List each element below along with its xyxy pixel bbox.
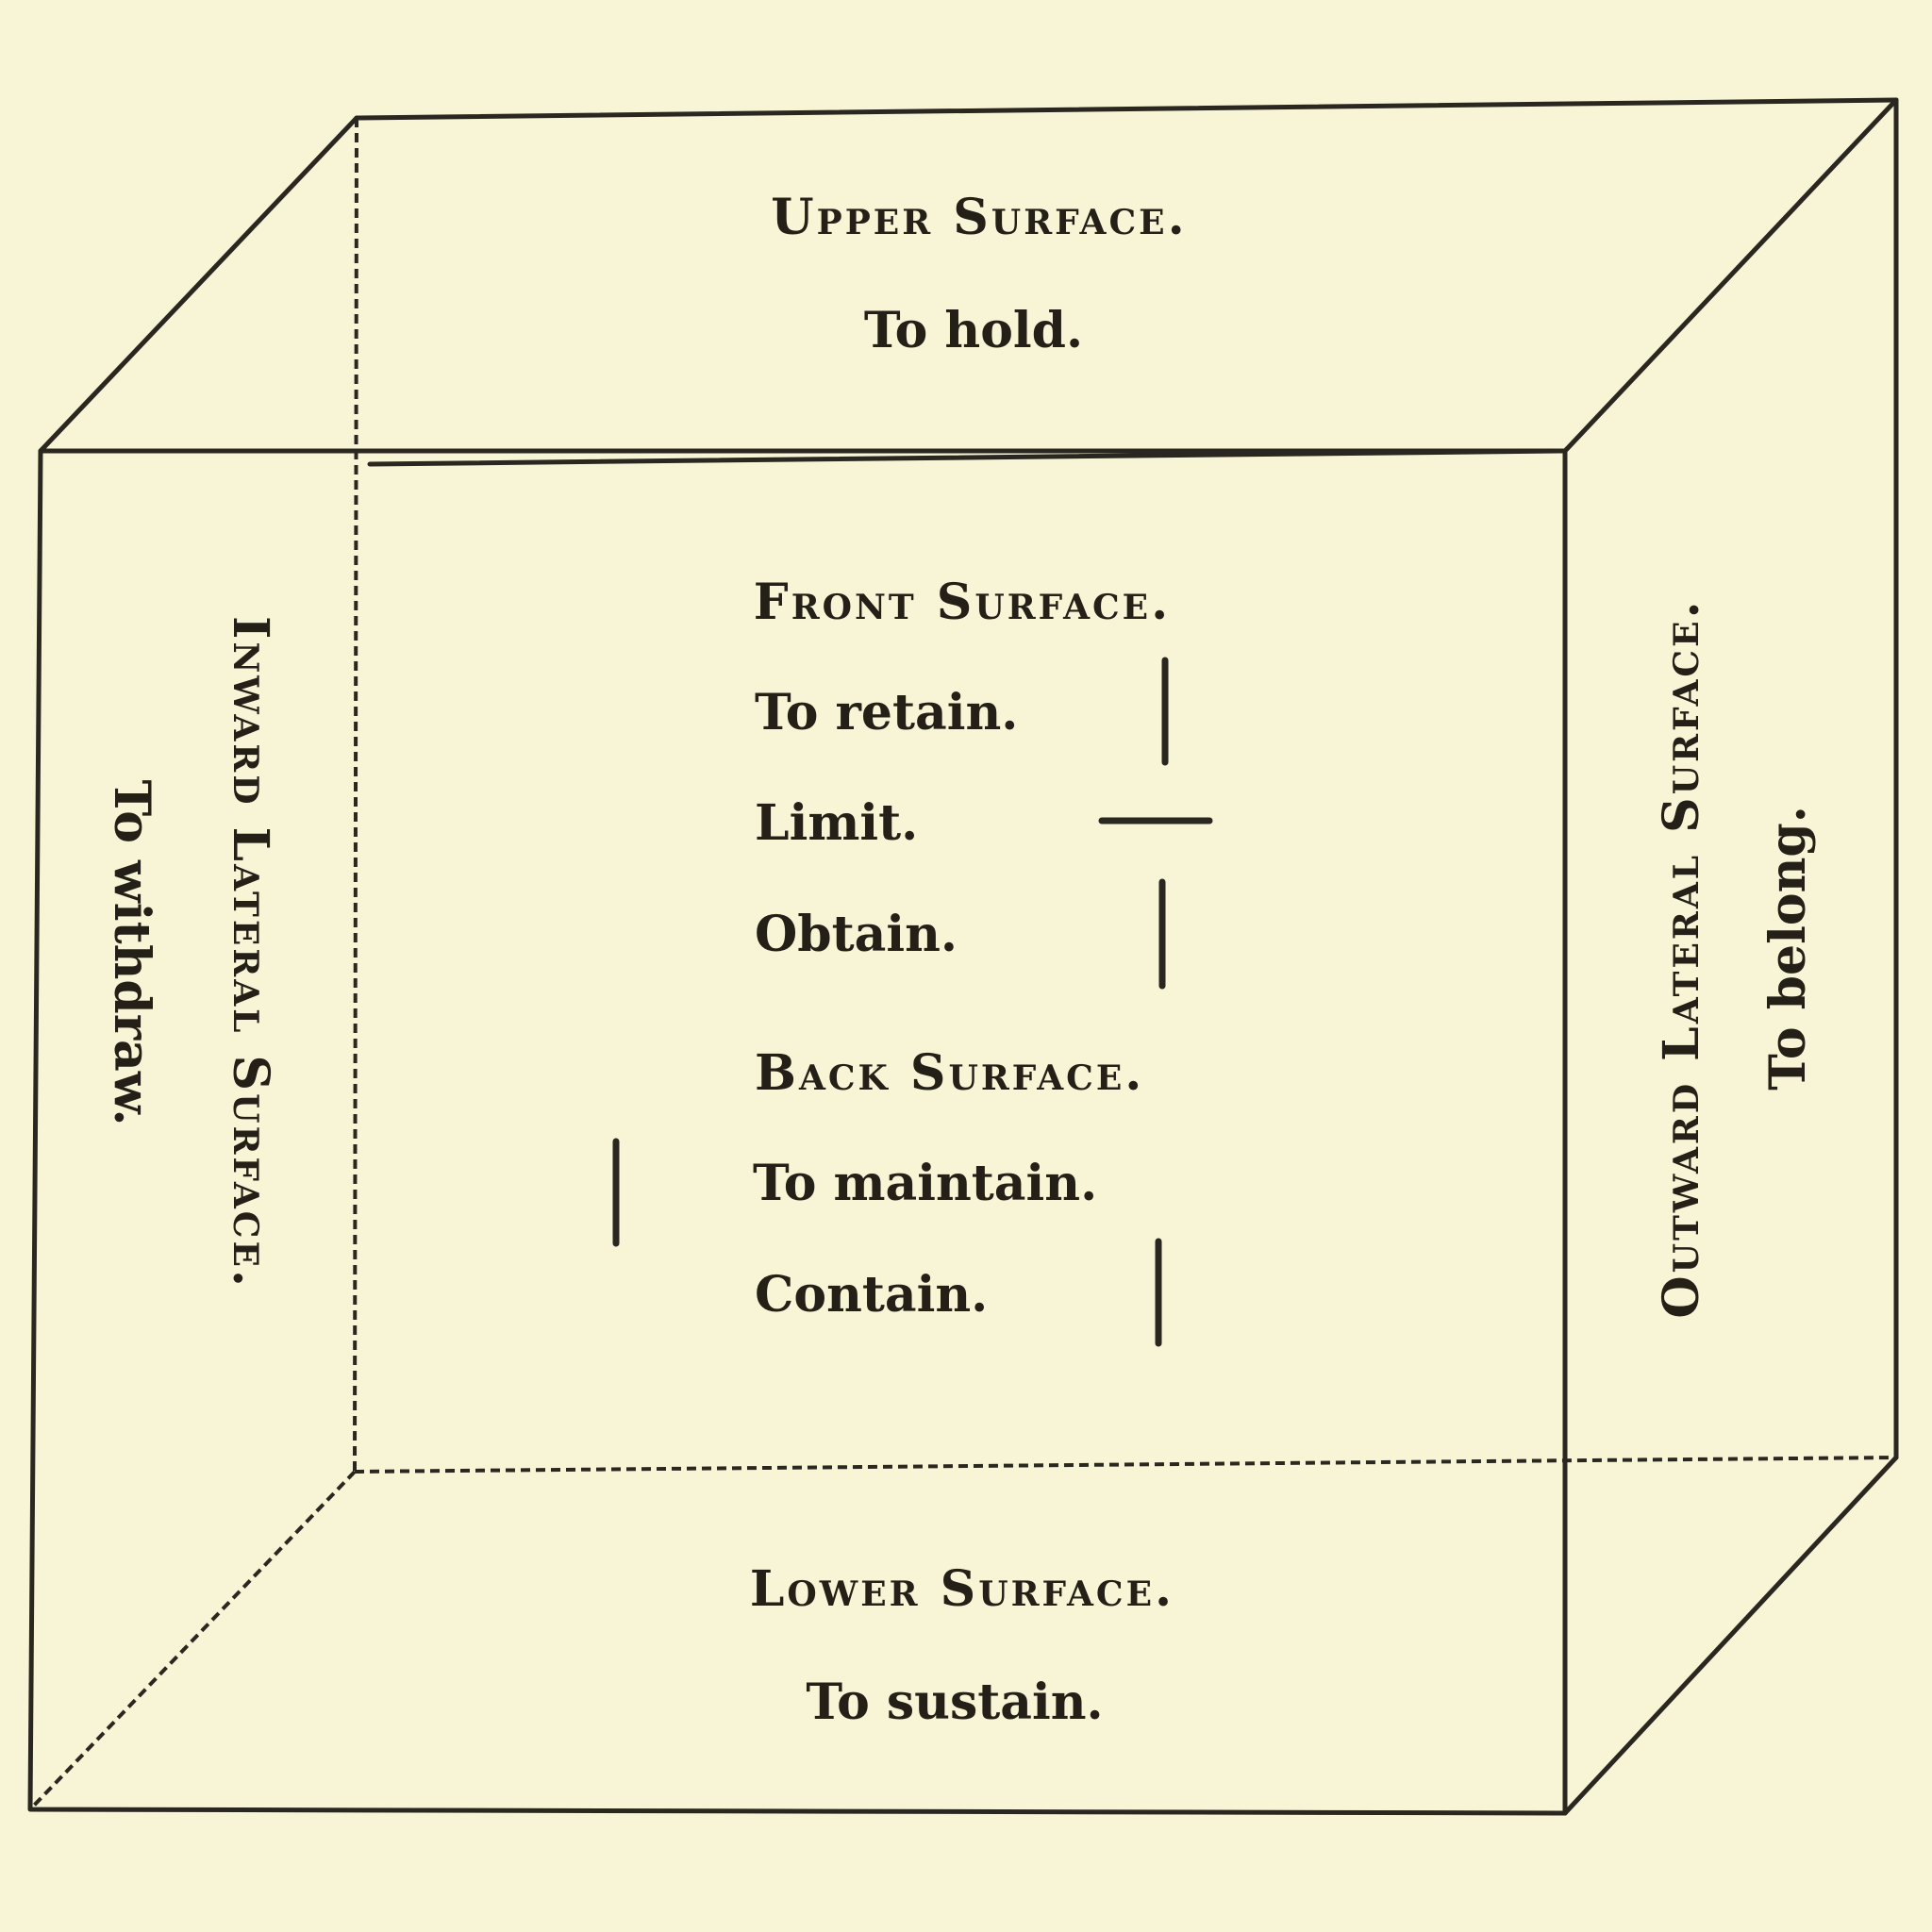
back-surface-heading: Back Surface. <box>755 1044 1144 1102</box>
upper-surface-word: To hold. <box>864 302 1083 359</box>
lower-surface-heading: Lower Surface. <box>750 1560 1174 1618</box>
inward-lateral-surface-word: To withdraw. <box>103 780 160 1126</box>
outward-lateral-surface-heading: Outward Lateral Surface. <box>1653 598 1710 1318</box>
top-right-diagonal-edge <box>1562 97 1899 454</box>
front-surface-heading: Front Surface. <box>754 574 1171 631</box>
inner-lines <box>367 448 1564 467</box>
hidden-diagonal-edge <box>28 1470 357 1811</box>
back-surface-word-maintain: To maintain. <box>753 1155 1097 1212</box>
front-surface-word-limit: Limit. <box>755 794 918 852</box>
inward-lateral-surface-heading: Inward Lateral Surface. <box>222 616 279 1290</box>
back-top-edge <box>354 97 1899 121</box>
top-left-diagonal-edge <box>38 115 359 454</box>
bottom-right-diagonal-edge <box>1562 1455 1899 1816</box>
lower-surface-word: To sustain. <box>806 1674 1103 1731</box>
front-surface-word-retain: To retain. <box>755 684 1018 741</box>
hidden-vertical-edge <box>353 117 358 1473</box>
action-marks <box>612 657 1213 1347</box>
front-surface-word-obtain: Obtain. <box>755 906 958 963</box>
inner-top-line <box>367 448 1564 467</box>
back-surface-word-contain: Contain. <box>755 1266 988 1324</box>
upper-surface-heading: Upper Surface. <box>771 189 1187 246</box>
hidden-bottom-edge <box>354 1456 1897 1474</box>
hidden-edges <box>28 117 1897 1811</box>
outward-lateral-surface-word: To belong. <box>1759 806 1817 1091</box>
solid-edges <box>27 97 1899 1816</box>
